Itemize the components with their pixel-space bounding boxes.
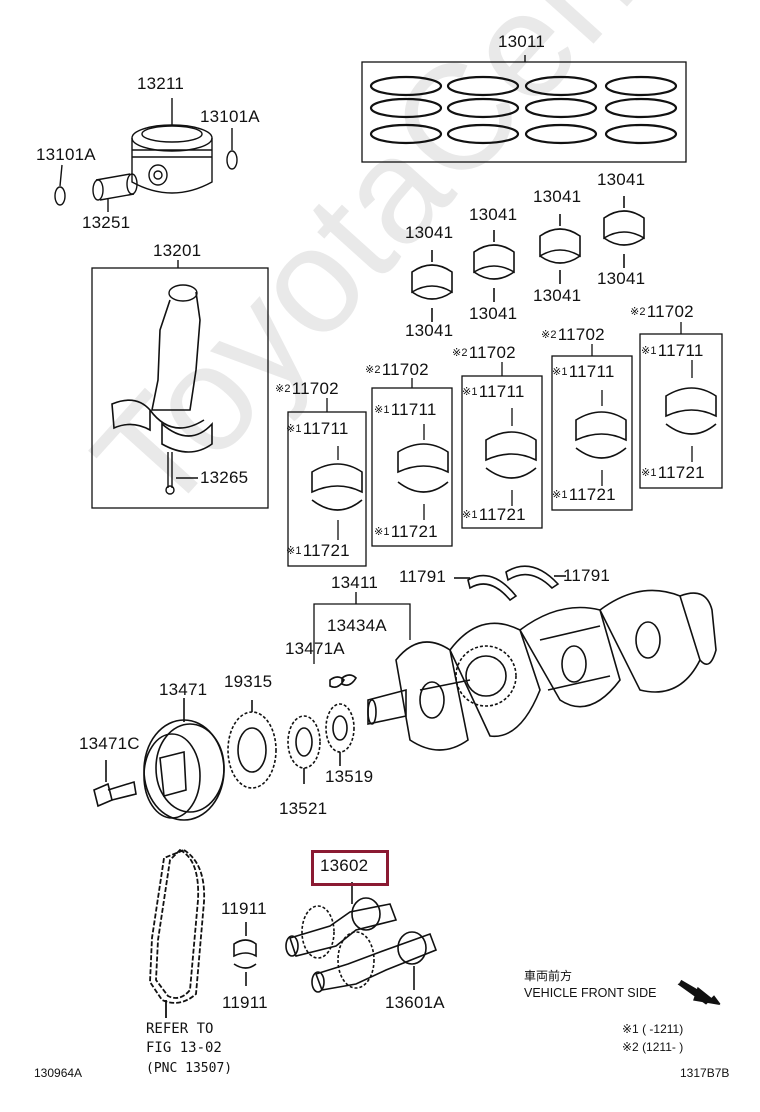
label-13101A-left[interactable]: 13101A	[36, 145, 96, 164]
figure-code-left: 130964A	[34, 1066, 83, 1080]
balance-shaft-13602[interactable]	[285, 882, 398, 959]
highlight-box-13602	[311, 850, 389, 886]
label-13521[interactable]: 13521	[279, 799, 328, 818]
mark-1: ※1	[286, 423, 302, 435]
label-conrod-bearing-1-top[interactable]: 13041	[405, 223, 454, 242]
label-11911-bottom[interactable]: 11911	[222, 993, 268, 1012]
main-bearing-set-5-11702[interactable]	[639, 322, 723, 489]
label-13411[interactable]: 13411	[331, 573, 379, 592]
label-main-bearing-3-upper[interactable]: ※111711	[462, 382, 525, 401]
label-main-bearing-5-set[interactable]: ※211702	[630, 302, 694, 321]
direction-en: VEHICLE FRONT SIDE	[524, 986, 657, 1000]
label-main-bearing-5-upper[interactable]: ※111711	[641, 341, 704, 360]
label-main-bearing-3-set[interactable]: ※211702	[452, 343, 516, 362]
mark-1: ※1	[374, 404, 390, 416]
label-13251[interactable]: 13251	[82, 213, 131, 232]
front-direction-arrow-icon	[677, 979, 721, 1006]
mark-1: ※1	[641, 467, 657, 479]
label-13211[interactable]: 13211	[137, 74, 185, 93]
label-13602[interactable]: 13602	[320, 856, 369, 875]
label-main-bearing-3-lower[interactable]: ※111721	[462, 505, 526, 524]
main-bearing-set-1-11702[interactable]	[287, 398, 367, 567]
label-13011[interactable]: 13011	[498, 32, 546, 51]
label-13601A[interactable]: 13601A	[385, 993, 445, 1012]
piston-pin-13251[interactable]	[92, 173, 138, 212]
label-main-bearing-2-lower[interactable]: ※111721	[374, 522, 438, 541]
conrod-bearing-1-13041[interactable]	[411, 250, 453, 322]
note-1: ※1 ( -1211)	[622, 1022, 684, 1036]
refer-line-2: FIG 13-02	[146, 1040, 222, 1056]
label-main-bearing-5-lower[interactable]: ※111721	[641, 463, 705, 482]
main-bearing-set-2-11702[interactable]	[371, 378, 453, 547]
conrod-bearing-4-13041[interactable]	[603, 196, 645, 268]
mark-2: ※2	[630, 306, 646, 318]
main-bearing-set-4-11702[interactable]	[551, 344, 633, 511]
thrust-washer-left-11791[interactable]	[454, 574, 518, 602]
label-11791-left[interactable]: 11791	[399, 567, 447, 586]
crankshaft-pulley-13471[interactable]	[143, 698, 225, 821]
piston-13211[interactable]	[131, 98, 213, 194]
label-conrod-bearing-3-top[interactable]: 13041	[533, 187, 582, 206]
figure-code-right: 1317B7B	[680, 1066, 730, 1080]
label-main-bearing-2-set[interactable]: ※211702	[365, 360, 429, 379]
thrust-washer-right-11791[interactable]	[505, 565, 566, 590]
label-13471C[interactable]: 13471C	[79, 734, 140, 753]
main-bearing-set-3-11702[interactable]	[461, 362, 543, 529]
label-11911-top[interactable]: 11911	[221, 899, 267, 918]
mark-1: ※1	[462, 509, 478, 521]
snap-ring-left-13101A[interactable]	[54, 164, 66, 206]
sprocket-19315[interactable]	[227, 700, 277, 789]
label-13101A-right[interactable]: 13101A	[200, 107, 260, 126]
mark-2: ※2	[541, 329, 557, 341]
label-main-bearing-2-upper[interactable]: ※111711	[374, 400, 437, 419]
mark-1: ※1	[641, 345, 657, 357]
refer-line-1: REFER TO	[146, 1021, 214, 1037]
refer-line-3: (PNC 13507)	[146, 1061, 233, 1076]
mark-1: ※1	[374, 526, 390, 538]
label-13471A[interactable]: 13471A	[285, 639, 345, 658]
label-13471[interactable]: 13471	[159, 680, 208, 699]
crankshaft-13411[interactable]	[367, 589, 717, 751]
conrod-bearing-3-13041[interactable]	[539, 214, 581, 284]
key-box-13434A[interactable]	[313, 592, 411, 688]
label-main-bearing-4-upper[interactable]: ※111711	[552, 362, 615, 381]
piston-ring-set-13011[interactable]	[361, 55, 687, 163]
connecting-rod-assy-13201[interactable]	[91, 260, 269, 509]
direction-jp: 車両前方	[524, 969, 573, 983]
snap-ring-right-13101A[interactable]	[226, 128, 238, 170]
label-conrod-bearing-2-bottom[interactable]: 13041	[469, 304, 518, 323]
timing-chain[interactable]	[149, 848, 206, 1018]
label-conrod-bearing-2-top[interactable]: 13041	[469, 205, 518, 224]
note-2: ※2 (1211- )	[622, 1040, 684, 1054]
label-13201[interactable]: 13201	[153, 241, 202, 260]
sprocket-13519[interactable]	[325, 703, 355, 766]
label-conrod-bearing-4-bottom[interactable]: 13041	[597, 269, 646, 288]
mark-2: ※2	[275, 383, 291, 395]
pulley-bolt-13471C[interactable]	[93, 760, 137, 808]
mark-1: ※1	[552, 489, 568, 501]
mark-2: ※2	[365, 364, 381, 376]
balance-shaft-13601A[interactable]	[311, 931, 438, 993]
mark-1: ※1	[462, 386, 478, 398]
label-13265[interactable]: 13265	[200, 468, 249, 487]
label-main-bearing-1-upper[interactable]: ※111711	[286, 419, 349, 438]
label-conrod-bearing-1-bottom[interactable]: 13041	[405, 321, 454, 340]
label-main-bearing-1-set[interactable]: ※211702	[275, 379, 339, 398]
balancer-bearing-11911[interactable]	[233, 922, 257, 986]
label-19315[interactable]: 19315	[224, 672, 273, 691]
label-main-bearing-4-lower[interactable]: ※111721	[552, 485, 616, 504]
sprocket-13521[interactable]	[287, 715, 321, 784]
label-main-bearing-1-lower[interactable]: ※111721	[286, 541, 350, 560]
mark-2: ※2	[452, 347, 468, 359]
mark-1: ※1	[552, 366, 568, 378]
label-main-bearing-4-set[interactable]: ※211702	[541, 325, 605, 344]
conrod-bearing-2-13041[interactable]	[473, 230, 515, 302]
label-13434A[interactable]: 13434A	[327, 616, 387, 635]
label-conrod-bearing-4-top[interactable]: 13041	[597, 170, 646, 189]
mark-1: ※1	[286, 545, 302, 557]
label-13519[interactable]: 13519	[325, 767, 374, 786]
label-11791-right[interactable]: 11791	[563, 566, 611, 585]
label-conrod-bearing-3-bottom[interactable]: 13041	[533, 286, 582, 305]
